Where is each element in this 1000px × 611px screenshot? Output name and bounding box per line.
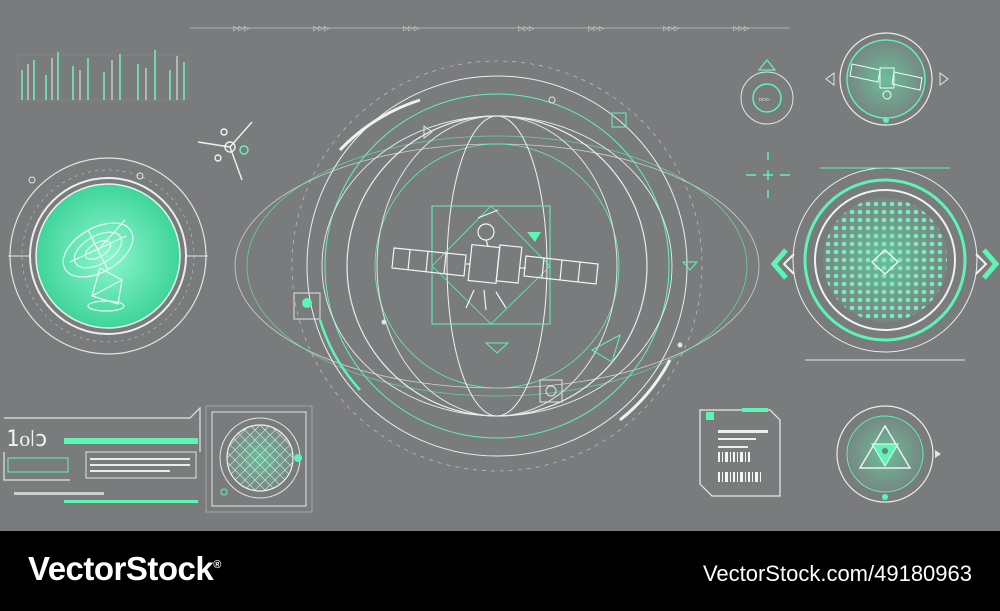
- svg-text:▷▷▷: ▷▷▷: [233, 24, 250, 34]
- brand-name: VectorStock: [28, 550, 214, 587]
- brand-logo[interactable]: VectorStock®: [28, 550, 221, 588]
- triangle-emblem-gauge: [836, 405, 941, 503]
- stock-footer: VectorStock® VectorStock.com/49180963: [0, 531, 1000, 611]
- top-arrow-strip: ▷▷▷ ▷▷▷ ▷▷▷ ▷▷▷ ▷▷▷ ▷▷▷ ▷▷▷: [190, 24, 790, 34]
- svg-text:▷▷▷: ▷▷▷: [518, 24, 535, 34]
- mesh-sphere-gauge: [205, 405, 313, 513]
- svg-text:▷▷▷: ▷▷▷: [403, 24, 420, 34]
- radar-dish-icon: [62, 219, 134, 312]
- satellite-small-icon: [849, 63, 923, 100]
- id-card-panel: [699, 408, 781, 497]
- small-scope-gauge: ▷▷▷: [740, 59, 794, 125]
- stock-id: VectorStock.com/49180963: [702, 561, 972, 586]
- svg-text:▷▷▷: ▷▷▷: [663, 24, 680, 34]
- dotted-globe-gauge: [770, 167, 1000, 361]
- satellite-badge: [825, 32, 949, 126]
- svg-text:▷▷▷: ▷▷▷: [759, 96, 770, 103]
- svg-text:▷▷▷: ▷▷▷: [313, 24, 330, 34]
- dotted-globe-icon: [823, 198, 947, 322]
- svg-text:▷▷▷: ▷▷▷: [588, 24, 605, 34]
- code-data-panel: [3, 406, 201, 503]
- antenna-node-icon: [197, 121, 253, 181]
- triangle-emblem-icon: [871, 443, 899, 467]
- crosshair-icon: [746, 152, 790, 198]
- radar-dish-gauge: [8, 157, 208, 355]
- signal-bar-graph: [17, 50, 189, 101]
- central-orbit-display: [234, 60, 760, 472]
- code-label: 1ᴏ꘡ɔ: [6, 427, 48, 452]
- hud-canvas: ▷▷▷ ▷▷▷ ▷▷▷ ▷▷▷ ▷▷▷ ▷▷▷ ▷▷▷: [0, 0, 1000, 531]
- satellite-icon: [391, 209, 599, 311]
- trademark: ®: [213, 559, 221, 571]
- svg-text:▷▷▷: ▷▷▷: [733, 24, 750, 34]
- barcode: [718, 452, 761, 482]
